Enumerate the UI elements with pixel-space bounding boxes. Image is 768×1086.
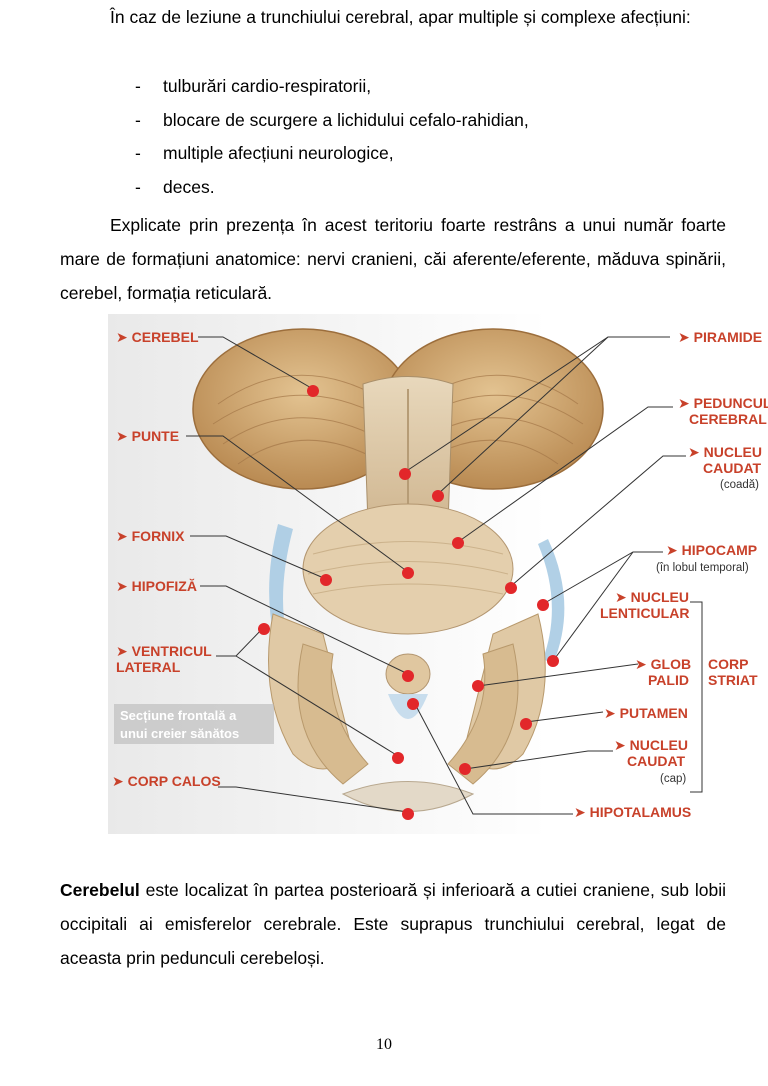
- leader-lines: [186, 336, 686, 815]
- label-punte: ➤ PUNTE: [116, 428, 179, 444]
- label-hipotalamus: ➤ HIPOTALAMUS: [574, 804, 691, 820]
- explanation-paragraph: Explicate prin prezența în acest teritor…: [60, 215, 726, 303]
- list-dash: -: [135, 76, 141, 96]
- label-lenticular-2: LENTICULAR: [600, 605, 689, 621]
- list-item: - blocare de scurgere a lichidului cefalo…: [135, 104, 529, 138]
- consequence-list: - tulburări cardio-respiratorii, - blocare…: [135, 70, 529, 204]
- striat-bracket: [690, 601, 703, 793]
- label-peduncul-2: CEREBRAL: [689, 411, 767, 427]
- caption-box: [114, 704, 274, 744]
- label-fornix: ➤ FORNIX: [116, 528, 185, 544]
- cerebel-text: este localizat în partea posterioară și …: [60, 880, 726, 968]
- label-cap: (cap): [660, 773, 686, 785]
- label-hipofiza: ➤ HIPOFIZĂ: [116, 578, 197, 594]
- label-cerebel: ➤ CEREBEL: [116, 329, 199, 345]
- page-number: 10: [376, 1036, 392, 1053]
- caption-line-2: unui creier sănătos: [120, 726, 239, 741]
- list-dash: -: [135, 176, 141, 197]
- label-glob-2: PALID: [648, 672, 689, 688]
- label-hipocamp: ➤ HIPOCAMP: [666, 542, 757, 558]
- label-putamen: ➤ PUTAMEN: [604, 705, 688, 721]
- cerebel-paragraph: Cerebelul este localizat în partea poste…: [60, 873, 726, 975]
- label-ventricul-2: LATERAL: [116, 659, 181, 675]
- list-item-text: blocare de scurgere a lichidului cefalo-…: [163, 109, 529, 130]
- label-peduncul-1: ➤ PEDUNCUL: [678, 395, 768, 411]
- label-glob-1: ➤ GLOB: [635, 656, 691, 672]
- list-dash: -: [135, 109, 141, 130]
- label-nucleu-caudat-1: ➤ NUCLEU: [688, 444, 762, 460]
- list-item-text: multiple afecțiuni neurologice,: [163, 143, 394, 163]
- list-item: - multiple afecțiuni neurologice,: [135, 137, 529, 171]
- label-caudat-cap-1: ➤ NUCLEU: [614, 737, 688, 753]
- list-item-text: tulburări cardio-respiratorii,: [163, 76, 372, 96]
- label-coada: (coadă): [720, 479, 759, 491]
- marker-dots: [258, 385, 559, 820]
- label-lenticular-1: ➤ NUCLEU: [615, 589, 689, 605]
- caption-line-1: Secțiune frontală a: [120, 708, 237, 723]
- list-item: - deces.: [135, 171, 529, 205]
- intro-paragraph: În caz de leziune a trunchiului cerebral…: [110, 7, 691, 27]
- list-item: - tulburări cardio-respiratorii,: [135, 70, 529, 104]
- label-hipocamp-sub: (în lobul temporal): [656, 562, 749, 574]
- label-piramide: ➤ PIRAMIDE: [678, 329, 762, 345]
- label-ventricul-1: ➤ VENTRICUL: [116, 643, 212, 659]
- list-dash: -: [135, 143, 141, 163]
- cerebel-term: Cerebelul: [60, 880, 140, 900]
- label-corp-calos: ➤ CORP CALOS: [112, 773, 221, 789]
- label-corp-1: CORP: [708, 656, 748, 672]
- label-nucleu-caudat-2: CAUDAT: [703, 460, 762, 476]
- brain-section-figure: Secțiune frontală a unui creier sănătos: [108, 314, 768, 834]
- label-caudat-cap-2: CAUDAT: [627, 753, 686, 769]
- label-corp-2: STRIAT: [708, 672, 758, 688]
- list-item-text: deces.: [163, 176, 215, 197]
